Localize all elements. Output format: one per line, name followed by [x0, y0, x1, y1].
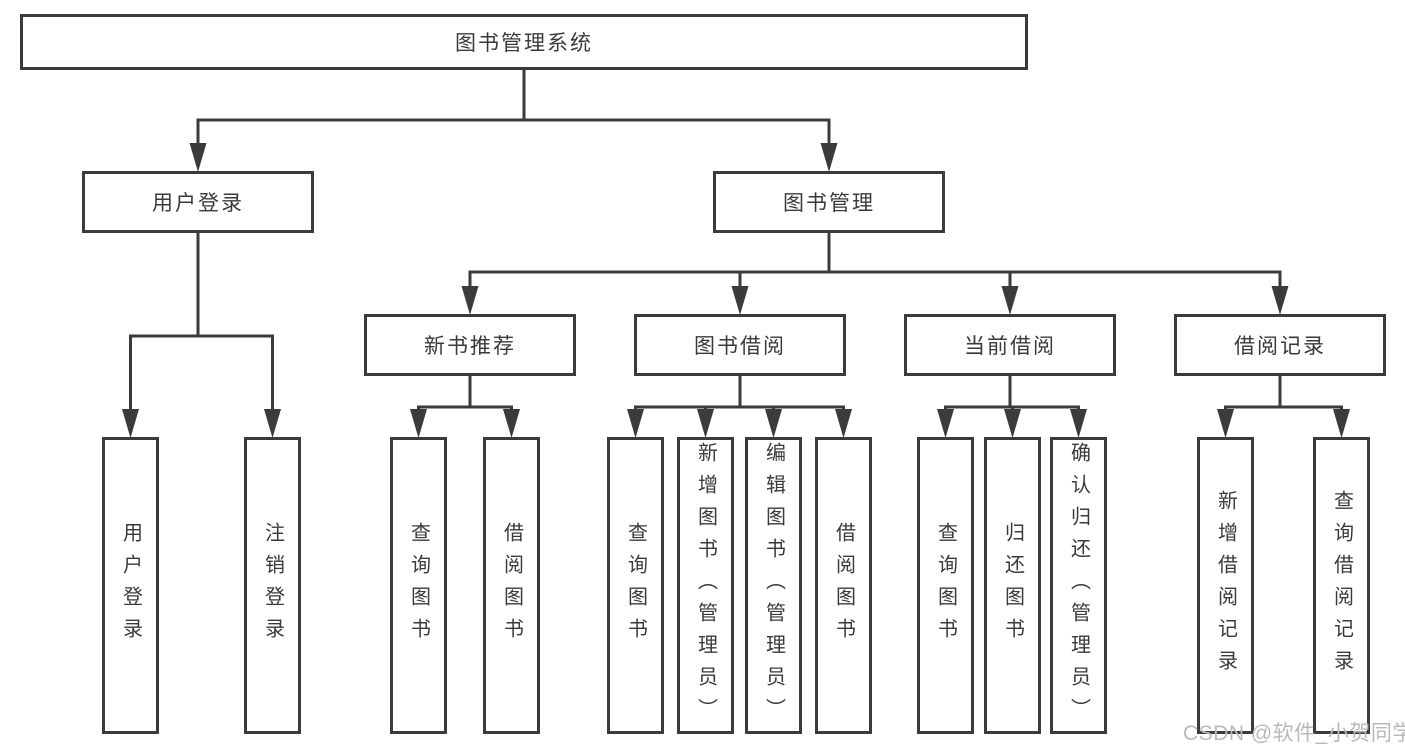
leaf-borrow-books-1: 借阅图书	[483, 437, 540, 734]
branch-2-arrowhead-0	[461, 286, 479, 315]
leaf-logout: 注销登录	[244, 437, 301, 734]
leaf-query-books-1: 查询图书	[390, 437, 447, 734]
branch-2-arrowhead-3	[1271, 286, 1289, 315]
node-current-borrowing: 当前借阅	[904, 314, 1116, 376]
leaf-add-borrow-record: 新增借阅记录	[1197, 437, 1254, 734]
branch-5-arrowhead-1	[1004, 409, 1021, 438]
leaf-user-login: 用户登录	[102, 437, 159, 734]
leaf-add-book-admin: 新增图书（管理员）	[677, 437, 734, 734]
node-borrowing-records: 借阅记录	[1174, 314, 1386, 376]
node-book-management: 图书管理	[713, 171, 945, 233]
node-new-book-recommendation: 新书推荐	[364, 314, 576, 376]
branch-4-arrowhead-0	[627, 409, 644, 438]
branch-6-arrowhead-1	[1333, 409, 1350, 438]
watermark: CSDN @软件_小贺同学	[1183, 722, 1405, 745]
node-library-management-system: 图书管理系统	[20, 14, 1028, 70]
branch-6-arrowhead-0	[1217, 409, 1234, 438]
leaf-return-books: 归还图书	[984, 437, 1041, 734]
leaf-borrow-books-2: 借阅图书	[815, 437, 872, 734]
leaf-query-books-2: 查询图书	[607, 437, 664, 734]
branch-4-arrowhead-2	[765, 409, 782, 438]
node-book-borrowing: 图书借阅	[634, 314, 846, 376]
branch-0-arrowhead-0	[189, 143, 207, 172]
branch-4-arrowhead-3	[835, 409, 852, 438]
branch-0-arrowhead-1	[820, 143, 838, 172]
leaf-query-books-3: 查询图书	[917, 437, 974, 734]
branch-3-arrowhead-1	[503, 409, 520, 438]
branch-2-arrowhead-1	[731, 286, 749, 315]
leaf-edit-book-admin: 编辑图书（管理员）	[745, 437, 802, 734]
branch-1-arrowhead-0	[122, 409, 139, 438]
branch-4-arrowhead-1	[697, 409, 714, 438]
branch-5-arrowhead-0	[937, 409, 954, 438]
branch-2-arrowhead-2	[1001, 286, 1019, 315]
branch-3-arrowhead-0	[410, 409, 427, 438]
node-user-login: 用户登录	[82, 171, 314, 233]
leaf-query-borrow-record: 查询借阅记录	[1313, 437, 1370, 734]
leaf-confirm-return-admin: 确认归还（管理员）	[1050, 437, 1107, 734]
branch-1-arrowhead-1	[264, 409, 281, 438]
branch-5-arrowhead-2	[1070, 409, 1087, 438]
